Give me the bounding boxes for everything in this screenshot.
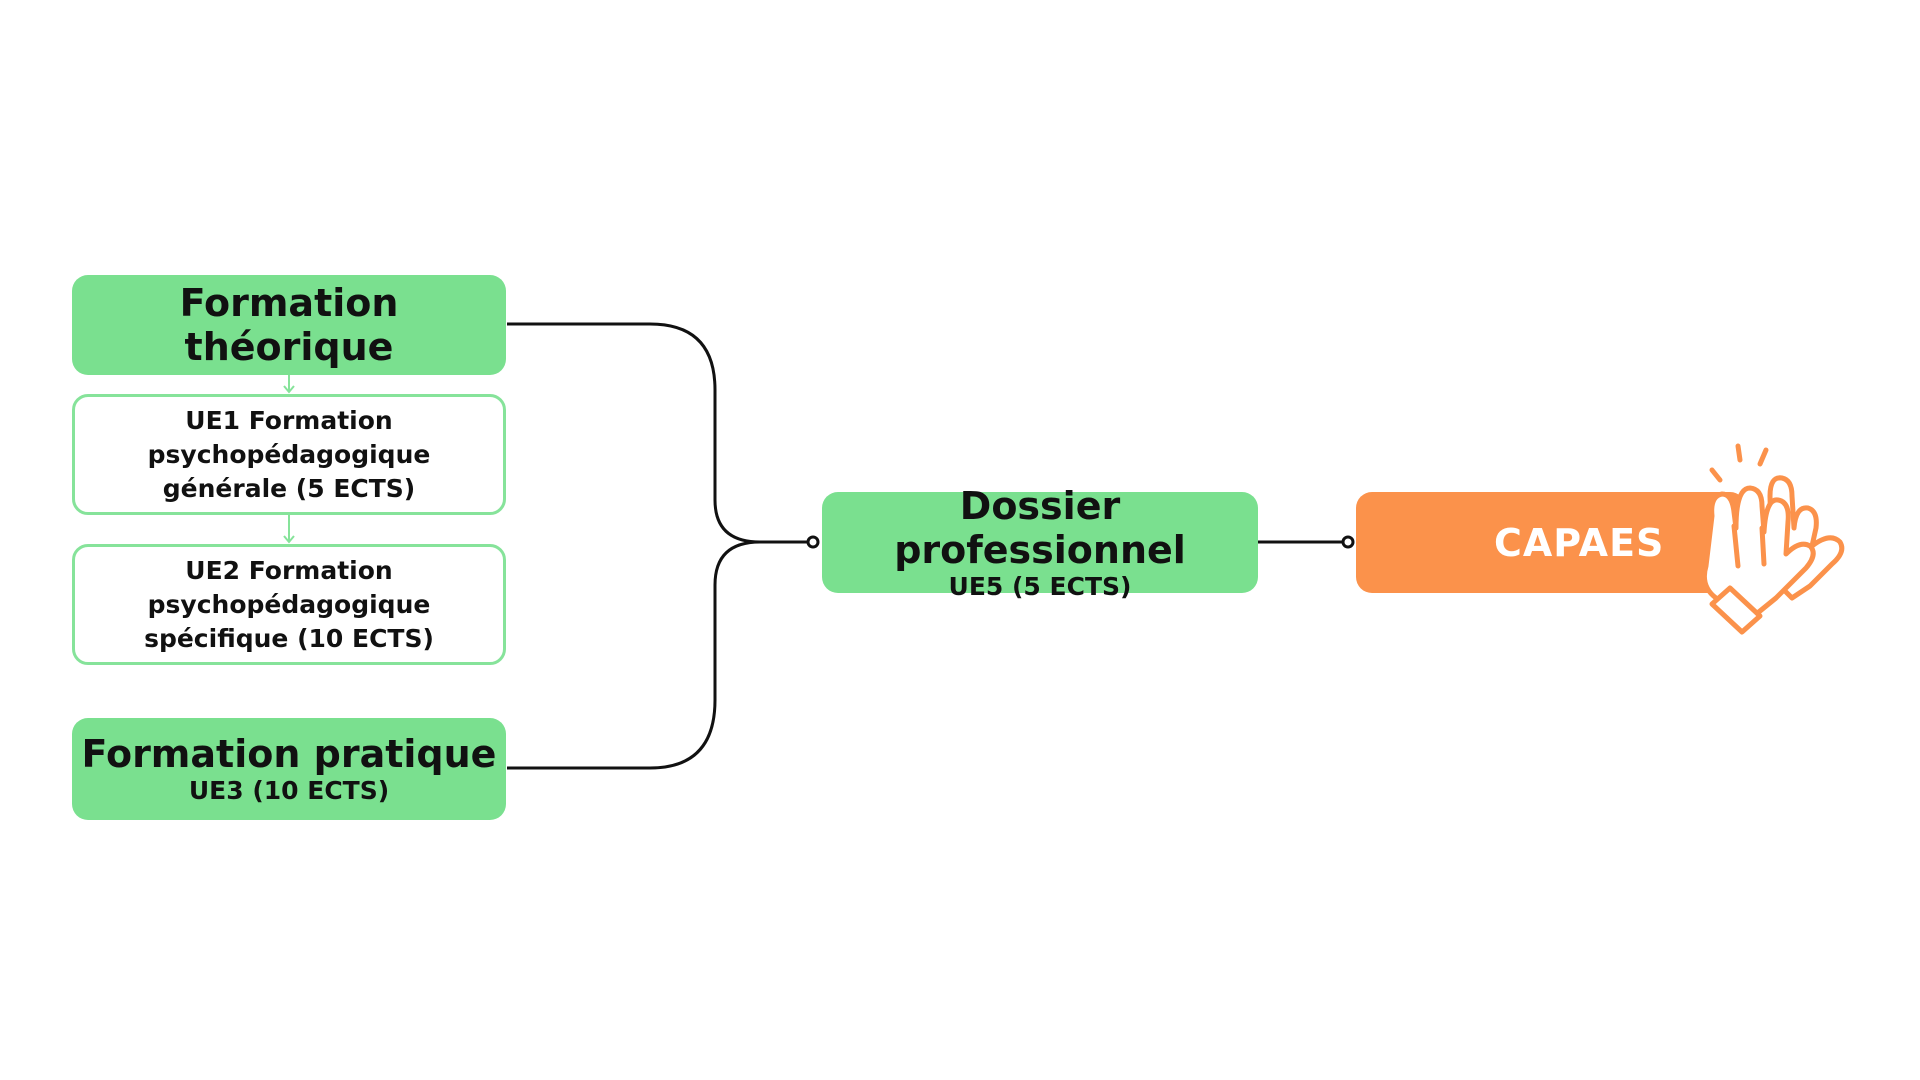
node-formation-pratique-title: Formation pratique — [81, 732, 497, 776]
node-ue2-text: UE2 Formation psychopédagogique spécifiq… — [144, 555, 434, 653]
node-dossier-title: Dossier professionnel — [894, 483, 1186, 572]
node-ue2: UE2 Formation psychopédagogique spécifiq… — [72, 544, 506, 665]
high-five-hands-icon — [1701, 443, 1845, 635]
node-formation-theorique: Formation théorique — [72, 275, 506, 375]
connector-endpoint-dossier — [806, 535, 820, 549]
node-dossier-subtitle: UE5 (5 ECTS) — [948, 571, 1132, 601]
arrow-theo-to-ue1 — [283, 375, 295, 394]
node-capaes-title: CAPAES — [1494, 520, 1665, 565]
node-formation-theorique-title: Formation théorique — [179, 281, 399, 369]
node-formation-pratique-subtitle: UE3 (10 ECTS) — [188, 776, 390, 805]
node-dossier-professionnel: Dossier professionnel UE5 (5 ECTS) — [822, 484, 1258, 601]
node-ue1-text: UE1 Formation psychopédagogique générale… — [147, 405, 431, 503]
node-capaes: CAPAES — [1356, 492, 1746, 593]
node-ue1: UE1 Formation psychopédagogique générale… — [72, 394, 506, 515]
connector-theo-to-dossier — [507, 322, 810, 544]
node-formation-pratique: Formation pratique UE3 (10 ECTS) — [72, 718, 506, 820]
arrow-ue1-to-ue2 — [283, 515, 295, 544]
connector-endpoint-capaes — [1341, 535, 1355, 549]
connector-prat-to-dossier — [507, 540, 761, 770]
